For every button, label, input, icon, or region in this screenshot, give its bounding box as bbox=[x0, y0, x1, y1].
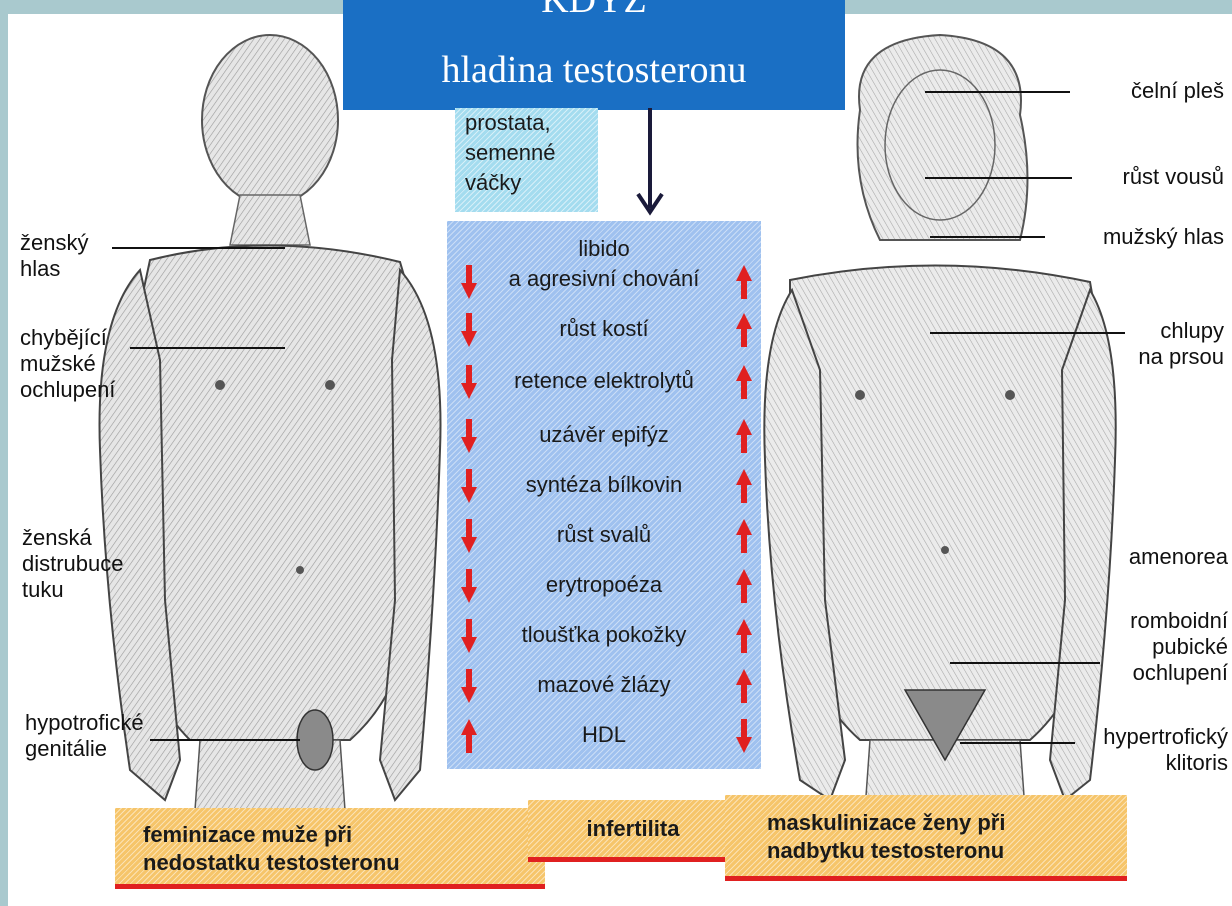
arrow-down-icon bbox=[461, 569, 477, 603]
footer-left-underline bbox=[115, 884, 545, 889]
arrow-up-icon bbox=[736, 313, 752, 347]
effect-label: erytropoéza bbox=[447, 571, 761, 599]
label-line: pubické bbox=[1130, 634, 1228, 660]
effect-row: erytropoéza bbox=[447, 567, 761, 609]
label-rust-vousu: růst vousů bbox=[1123, 164, 1225, 190]
effect-label: růst kostí bbox=[447, 315, 761, 343]
effect-row: tloušťka pokožky bbox=[447, 617, 761, 659]
label-romboidni-ochlupeni: romboidní pubické ochlupení bbox=[1130, 608, 1228, 686]
footer-right-underline bbox=[725, 876, 1127, 881]
arrow-down-icon bbox=[461, 365, 477, 399]
label-line: distrubuce bbox=[22, 551, 124, 577]
prostata-line: semenné bbox=[455, 138, 598, 168]
effect-row: syntéza bílkovin bbox=[447, 467, 761, 509]
label-line: ženský bbox=[20, 230, 88, 256]
label-line: chybějící bbox=[20, 325, 115, 351]
prostata-line: prostata, bbox=[455, 108, 598, 138]
label-line: hlas bbox=[20, 256, 88, 282]
label-line: tuku bbox=[22, 577, 124, 603]
footer-line: nedostatku testosteronu bbox=[143, 849, 400, 877]
label-chlupy-na-prsou: chlupy na prsou bbox=[1138, 318, 1224, 370]
footer-center-underline bbox=[528, 857, 738, 862]
footer-line: infertilita bbox=[528, 815, 738, 843]
label-line: ženská bbox=[22, 525, 124, 551]
label-line: ochlupení bbox=[1130, 660, 1228, 686]
footer-line: nadbytku testosteronu bbox=[767, 837, 1004, 865]
arrow-up-icon bbox=[736, 365, 752, 399]
label-hypotroficke-genitalie: hypotrofické genitálie bbox=[25, 710, 144, 762]
label-line: mužské bbox=[20, 351, 115, 377]
footer-line: feminizace muže při bbox=[143, 821, 352, 849]
left-figure bbox=[100, 35, 441, 810]
label-celni-ples: čelní pleš bbox=[1131, 78, 1224, 104]
label-line: klitoris bbox=[1103, 750, 1228, 776]
footer-feminizace: feminizace muže při nedostatku testoster… bbox=[115, 808, 545, 888]
arrow-down-icon bbox=[461, 419, 477, 453]
label-line: mužský hlas bbox=[1103, 224, 1224, 250]
arrow-down-icon bbox=[461, 519, 477, 553]
effect-label: retence elektrolytů bbox=[447, 367, 761, 395]
effect-label: mazové žlázy bbox=[447, 671, 761, 699]
arrow-down-icon bbox=[736, 719, 752, 753]
label-line: na prsou bbox=[1138, 344, 1224, 370]
effect-label: libido bbox=[447, 235, 761, 263]
footer-maskulinizace: maskulinizace ženy při nadbytku testoste… bbox=[725, 795, 1127, 877]
effect-label: růst svalů bbox=[447, 521, 761, 549]
effect-row: retence elektrolytů bbox=[447, 363, 761, 405]
arrow-down-icon bbox=[630, 108, 670, 218]
arrow-up-icon bbox=[736, 469, 752, 503]
arrow-down-icon bbox=[461, 669, 477, 703]
arrow-down-icon bbox=[461, 619, 477, 653]
label-chybejici-ochlupeni: chybějící mužské ochlupení bbox=[20, 325, 115, 403]
label-line: růst vousů bbox=[1123, 164, 1225, 190]
right-figure bbox=[764, 35, 1115, 810]
arrow-down-icon bbox=[461, 265, 477, 299]
label-hypertroficky-klitoris: hypertrofický klitoris bbox=[1103, 724, 1228, 776]
title-line-2: hladina testosteronu bbox=[343, 48, 845, 92]
effect-row: uzávěr epifýz bbox=[447, 417, 761, 459]
label-line: romboidní bbox=[1130, 608, 1228, 634]
prostata-line: váčky bbox=[455, 168, 598, 198]
arrow-up-icon bbox=[736, 669, 752, 703]
label-line: hypertrofický bbox=[1103, 724, 1228, 750]
effect-label: syntéza bílkovin bbox=[447, 471, 761, 499]
label-amenorea: amenorea bbox=[1129, 544, 1228, 570]
arrow-up-icon bbox=[736, 569, 752, 603]
arrow-down-icon bbox=[461, 469, 477, 503]
label-line: genitálie bbox=[25, 736, 144, 762]
label-line: amenorea bbox=[1129, 544, 1228, 570]
label-zenska-distribuce: ženská distrubuce tuku bbox=[22, 525, 124, 603]
arrow-up-icon bbox=[736, 519, 752, 553]
footer-line: maskulinizace ženy při bbox=[767, 809, 1005, 837]
effect-label: uzávěr epifýz bbox=[447, 421, 761, 449]
label-line: čelní pleš bbox=[1131, 78, 1224, 104]
effect-row: růst svalů bbox=[447, 517, 761, 559]
arrow-up-icon bbox=[736, 619, 752, 653]
effect-row: růst kostí bbox=[447, 311, 761, 353]
arrow-up-icon bbox=[736, 419, 752, 453]
label-line: ochlupení bbox=[20, 377, 115, 403]
effect-row: mazové žlázy bbox=[447, 667, 761, 709]
arrow-down-icon bbox=[461, 313, 477, 347]
label-line: chlupy bbox=[1138, 318, 1224, 344]
effect-row: HDL bbox=[447, 717, 761, 759]
arrow-up-icon bbox=[736, 265, 752, 299]
label-muzsky-hlas: mužský hlas bbox=[1103, 224, 1224, 250]
label-zensky-hlas: ženský hlas bbox=[20, 230, 88, 282]
arrow-up-icon bbox=[461, 719, 477, 753]
effect-label: a agresivní chování bbox=[447, 265, 761, 293]
label-line: hypotrofické bbox=[25, 710, 144, 736]
title-banner: KDYŽ hladina testosteronu bbox=[343, 0, 845, 110]
prostata-box: prostata, semenné váčky bbox=[455, 108, 598, 212]
effect-label: tloušťka pokožky bbox=[447, 621, 761, 649]
effect-label: HDL bbox=[447, 721, 761, 749]
footer-infertilita: infertilita bbox=[528, 800, 738, 858]
title-line-1: KDYŽ bbox=[343, 0, 845, 22]
